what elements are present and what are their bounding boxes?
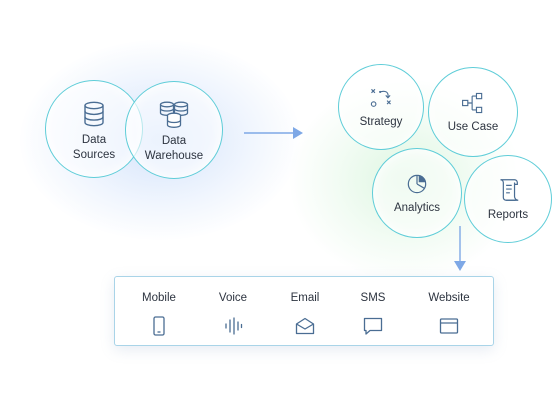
- mobile-phone-icon: [153, 316, 165, 336]
- channel-mobile-label: Mobile: [142, 292, 176, 304]
- database-icon: [84, 101, 104, 127]
- pie-chart-icon: [407, 174, 427, 193]
- channel-email-label: Email: [290, 292, 320, 304]
- channel-email: Email: [283, 291, 327, 337]
- channel-website-label: Website: [428, 292, 470, 304]
- data-warehouse-label: Data Warehouse: [145, 134, 203, 164]
- channel-voice: Voice: [211, 291, 255, 337]
- reports-node: Reports: [464, 155, 552, 243]
- flow-arrow-right-icon: [244, 127, 303, 139]
- data-sources-label: Data Sources: [73, 133, 115, 163]
- sound-wave-icon: [225, 317, 243, 335]
- reports-label: Reports: [487, 208, 529, 221]
- analytics-node: Analytics: [372, 148, 462, 238]
- data-warehouse-label-line2: Warehouse: [144, 150, 204, 162]
- channel-mobile: Mobile: [135, 291, 183, 337]
- browser-window-icon: [439, 318, 459, 334]
- strategy-label: Strategy: [359, 115, 403, 128]
- data-sources-label-line2: Sources: [72, 149, 116, 161]
- scroll-icon: [500, 178, 519, 201]
- chat-bubble-icon: [363, 317, 383, 335]
- channels-panel: Mobile Voice Email SMS: [114, 276, 494, 346]
- flow-arrow-down-icon: [454, 226, 466, 271]
- data-warehouse-label-line1: Data: [161, 135, 187, 147]
- use-case-node: Use Case: [428, 67, 518, 157]
- stacked-databases-icon: [159, 101, 189, 128]
- strategy-node: Strategy: [338, 64, 424, 150]
- channel-website: Website: [419, 291, 479, 337]
- data-sources-label-line1: Data: [81, 134, 107, 146]
- use-case-label: Use Case: [447, 120, 499, 133]
- channel-voice-label: Voice: [218, 292, 248, 304]
- channel-sms-label: SMS: [360, 292, 386, 304]
- envelope-icon: [295, 317, 315, 335]
- analytics-label: Analytics: [393, 201, 441, 214]
- data-warehouse-node: Data Warehouse: [125, 81, 223, 179]
- strategy-icon: [370, 88, 391, 107]
- channel-sms: SMS: [351, 291, 395, 337]
- flowchart-icon: [462, 92, 483, 113]
